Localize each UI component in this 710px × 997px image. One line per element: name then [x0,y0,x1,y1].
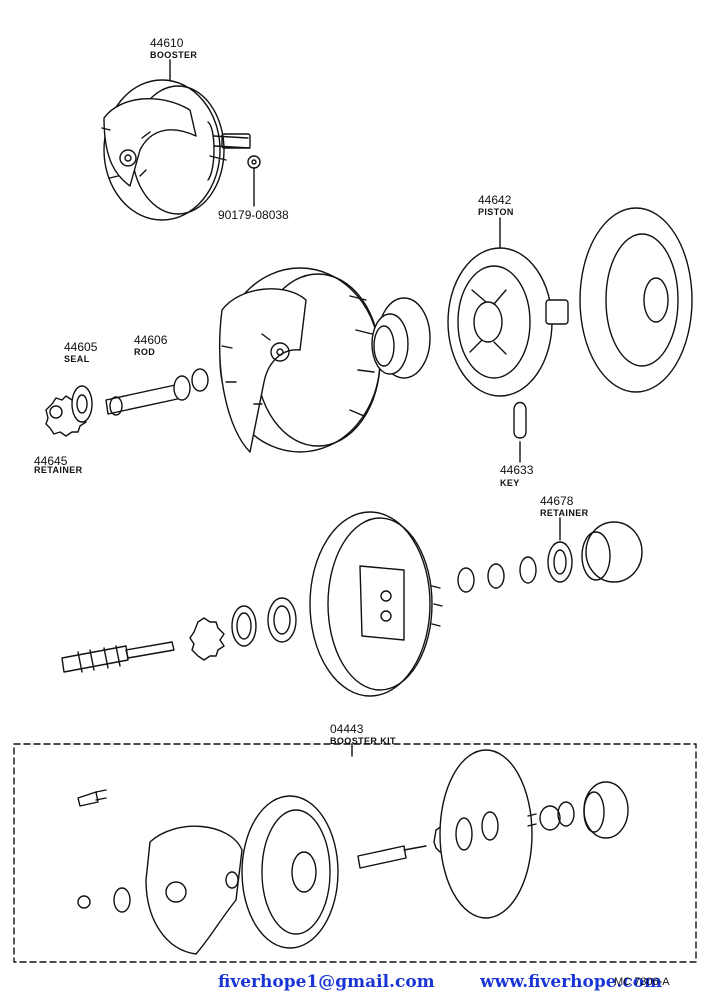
footer-website[interactable]: www.fiverhope.com [480,972,663,992]
diaphragm-and-piston-drawing [371,207,693,463]
booster-kit-part-name: BOOSTER KIT [330,736,396,746]
piston-part-number: 44642 [478,193,512,207]
key-part-number: 44633 [500,463,534,477]
footer-email[interactable]: fiverhope1@gmail.com [218,972,435,992]
retainer-right-part-name: RETAINER [540,508,589,518]
valve-rod-and-seals-drawing [61,517,643,673]
booster-kit-drawing [13,743,697,963]
piston-part-name: PISTON [478,207,514,217]
key-part-name: KEY [500,478,520,488]
rod-part-name: ROD [134,347,156,357]
front-shell-drawing [309,511,443,697]
drawing-code: MC 7306-A [614,976,670,988]
booster-assembly-drawing [101,59,261,221]
rod-part-number: 44606 [134,333,168,347]
booster-kit-part-number: 04443 [330,722,364,736]
retainer-left-part-name: RETAINER [34,465,83,475]
bolt-part-number: 90179-08038 [218,208,289,222]
booster-part-number: 44610 [150,36,184,50]
booster-part-name: BOOSTER [150,50,198,60]
seal-part-name: SEAL [64,354,90,364]
seal-part-number: 44605 [64,340,98,354]
retainer-right-part-number: 44678 [540,494,574,508]
rear-shell-drawing [219,267,381,453]
retainer-left-part-number: 44645 [34,454,68,468]
rod-and-seal-drawing [45,368,209,437]
